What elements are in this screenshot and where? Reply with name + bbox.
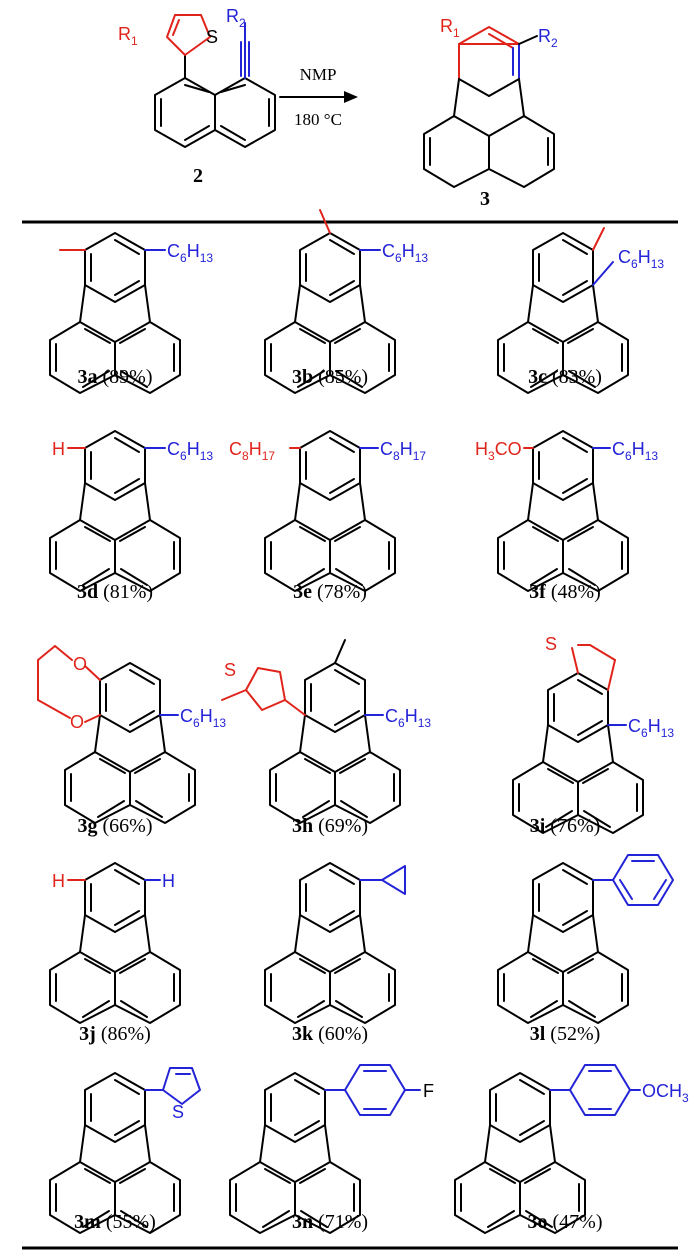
label-3g: 3g (66%) [78, 815, 153, 837]
compound-3c: 3c (83%) [497, 227, 665, 394]
scheme-s-atom: S [206, 27, 218, 47]
label-3k: 3k (60%) [292, 1023, 368, 1045]
compound-3n: F 3n (71%) [229, 1064, 434, 1234]
starting-material [154, 14, 276, 148]
atom-h-right-3j: H [162, 871, 175, 891]
product-r2-label: R2 [538, 26, 558, 50]
label-3m: 3m (55%) [74, 1211, 156, 1233]
atom-s-3h: S [224, 660, 236, 680]
label-3n: 3n (71%) [292, 1211, 368, 1233]
label-3d: 3d (81%) [77, 581, 153, 603]
atom-h3co: H3CO [475, 439, 522, 463]
label-3j: 3j (86%) [79, 1023, 151, 1045]
atom-s-3m: S [172, 1102, 184, 1122]
label-3o: 3o (47%) [528, 1211, 603, 1233]
product-structure [423, 26, 555, 188]
label-3a: 3a (89%) [78, 366, 153, 388]
compound-3i: S 3i (76%) [512, 634, 675, 837]
product-label: 3 [480, 188, 490, 210]
compound-3a: 3a (89%) [49, 232, 214, 394]
compound-3f: H3CO 3f (48%) [475, 430, 659, 603]
atom-o-top: O [73, 654, 87, 674]
label-3h: 3h (69%) [292, 815, 368, 837]
product-r1-label: R1 [440, 16, 460, 40]
condition-solvent: NMP [300, 65, 337, 84]
compound-3k: 3k (60%) [264, 862, 406, 1045]
atom-och3: OCH3 [642, 1081, 689, 1105]
compound-3e: C8H17 3e (78%) [229, 430, 427, 603]
start-material-label: 2 [193, 165, 203, 187]
label-3e: 3e (78%) [293, 581, 367, 603]
compound-3o: OCH3 3o (47%) [454, 1064, 689, 1234]
label-3f: 3f (48%) [529, 581, 601, 603]
arrow-head-icon [344, 91, 358, 103]
label-3c: 3c (83%) [528, 366, 602, 388]
compound-3d: H 3d (81%) [49, 430, 214, 603]
compound-3j: H H 3j (86%) [49, 862, 181, 1045]
atom-s-3i: S [545, 634, 557, 654]
label-3i: 3i (76%) [530, 815, 601, 837]
scheme-r2-label: R2 [226, 6, 246, 30]
compound-3b: 3b (85%) [264, 209, 429, 394]
compound-3g: O O 3g (66%) [37, 645, 227, 837]
label-3b: 3b (85%) [292, 366, 368, 388]
compound-3l: 3l (52%) [497, 854, 674, 1045]
reaction-scheme: S R1 R2 2 NMP 180 °C R1 R2 3 [118, 6, 558, 210]
atom-f: F [423, 1081, 434, 1101]
atom-h-left-3j: H [52, 871, 65, 891]
compound-3m: S 3m (55%) [49, 1067, 201, 1234]
atom-c8h17-left: C8H17 [229, 439, 275, 463]
compound-3h: S 3h (69%) [221, 639, 432, 837]
atom-h-3d: H [52, 439, 65, 459]
label-3l: 3l (52%) [530, 1023, 601, 1045]
atom-o-bottom: O [70, 712, 84, 732]
condition-temperature: 180 °C [294, 110, 342, 129]
scheme-r1-label: R1 [118, 24, 138, 48]
